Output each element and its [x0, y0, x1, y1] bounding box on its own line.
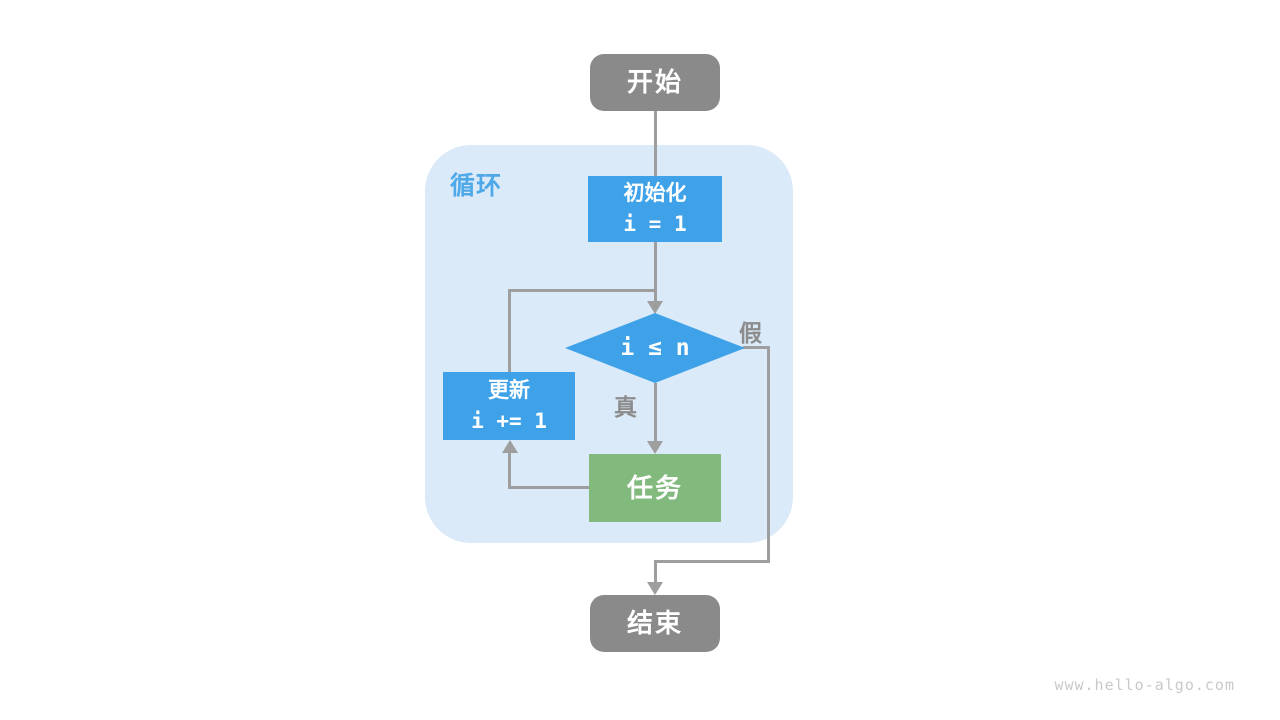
edge-update-feedback-vertical	[508, 289, 511, 372]
edge-false-vertical	[767, 346, 770, 563]
node-task: 任务	[589, 454, 721, 522]
node-update-title: 更新	[488, 379, 530, 403]
arrowhead-condition-top	[647, 301, 663, 314]
edge-false-horizontal-top	[743, 346, 770, 349]
arrowhead-end-top	[647, 582, 663, 595]
node-task-label: 任务	[626, 472, 683, 503]
node-start-label: 开始	[626, 67, 683, 98]
edge-task-to-update-horizontal	[508, 486, 589, 489]
node-start: 开始	[590, 54, 720, 111]
node-init-code: i = 1	[623, 211, 687, 236]
edge-false-horizontal-bottom	[654, 560, 770, 563]
node-update: 更新 i += 1	[443, 372, 575, 440]
branch-label-false: 假	[739, 320, 762, 346]
arrowhead-update-bottom	[502, 440, 518, 453]
watermark: www.hello-algo.com	[1054, 676, 1235, 694]
node-end: 结束	[590, 595, 720, 652]
loop-container-label: 循环	[450, 172, 503, 200]
edge-to-end-vertical	[654, 560, 657, 583]
node-condition-label: i ≤ n	[620, 335, 690, 361]
node-init-title: 初始化	[623, 182, 687, 206]
arrowhead-task-top	[647, 441, 663, 454]
edge-start-to-init	[654, 111, 657, 177]
node-update-code: i += 1	[471, 408, 547, 433]
node-end-label: 结束	[626, 608, 683, 639]
node-init: 初始化 i = 1	[588, 176, 722, 242]
edge-init-to-condition	[654, 242, 657, 303]
edge-condition-to-task	[654, 383, 657, 443]
branch-label-true: 真	[614, 394, 637, 420]
edge-update-feedback-horizontal	[508, 289, 657, 292]
edge-task-to-update-vertical	[508, 452, 511, 489]
